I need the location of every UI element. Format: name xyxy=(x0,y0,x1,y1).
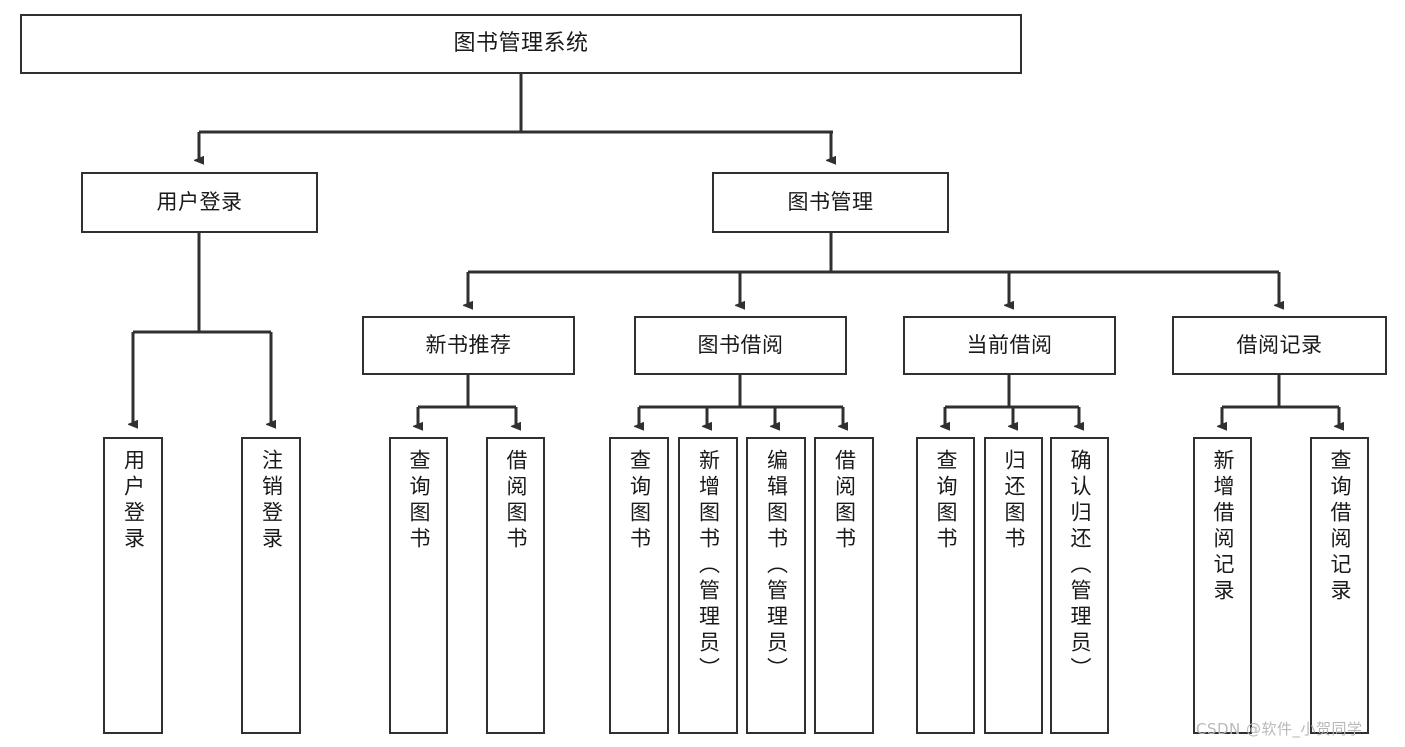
node-book-management-label: 图书管理 xyxy=(787,190,874,215)
leaf-borrow-add-book[interactable]: 新增图书（管理员） xyxy=(678,437,738,734)
leaf-label: 用户登录 xyxy=(121,449,146,553)
leaf-label: 归还图书 xyxy=(1002,449,1026,553)
node-user-login[interactable]: 用户登录 xyxy=(81,172,318,233)
leaf-record-query[interactable]: 查询借阅记录 xyxy=(1310,437,1369,734)
leaf-label: 查询图书 xyxy=(934,449,958,553)
node-current-borrow[interactable]: 当前借阅 xyxy=(903,316,1116,375)
node-root[interactable]: 图书管理系统 xyxy=(20,14,1022,74)
node-new-book-recommend-label: 新书推荐 xyxy=(425,333,512,358)
watermark-csdn: CSDN @软件_小贺同学 xyxy=(1196,720,1363,738)
node-book-borrow-label: 图书借阅 xyxy=(697,333,784,358)
leaf-user-login-logout[interactable]: 注销登录 xyxy=(241,437,301,734)
leaf-borrow-edit-book[interactable]: 编辑图书（管理员） xyxy=(746,437,806,734)
node-book-borrow[interactable]: 图书借阅 xyxy=(634,316,847,375)
node-current-borrow-label: 当前借阅 xyxy=(966,333,1053,358)
leaf-label: 注销登录 xyxy=(259,449,284,553)
node-book-management[interactable]: 图书管理 xyxy=(712,172,949,233)
leaf-current-confirm-return[interactable]: 确认归还（管理员） xyxy=(1050,437,1109,734)
leaf-label: 编辑图书（管理员） xyxy=(764,449,789,683)
leaf-current-return-book[interactable]: 归还图书 xyxy=(984,437,1043,734)
leaf-current-query-book[interactable]: 查询图书 xyxy=(916,437,975,734)
node-new-book-recommend[interactable]: 新书推荐 xyxy=(362,316,575,375)
node-borrow-record[interactable]: 借阅记录 xyxy=(1172,316,1387,375)
leaf-user-login-login[interactable]: 用户登录 xyxy=(103,437,163,734)
leaf-label: 借阅图书 xyxy=(504,449,528,553)
leaf-record-add[interactable]: 新增借阅记录 xyxy=(1193,437,1252,734)
leaf-borrow-borrow-book[interactable]: 借阅图书 xyxy=(814,437,874,734)
node-borrow-record-label: 借阅记录 xyxy=(1236,333,1323,358)
leaf-label: 确认归还（管理员） xyxy=(1068,449,1092,683)
leaf-new-book-query[interactable]: 查询图书 xyxy=(389,437,448,734)
leaf-label: 查询图书 xyxy=(627,449,652,553)
leaf-label: 查询借阅记录 xyxy=(1328,449,1352,605)
leaf-new-book-borrow[interactable]: 借阅图书 xyxy=(486,437,545,734)
leaf-label: 借阅图书 xyxy=(832,449,857,553)
node-user-login-label: 用户登录 xyxy=(156,190,243,215)
leaf-borrow-query-book[interactable]: 查询图书 xyxy=(609,437,669,734)
leaf-label: 新增图书（管理员） xyxy=(696,449,721,683)
leaf-label: 查询图书 xyxy=(407,449,431,553)
leaf-label: 新增借阅记录 xyxy=(1211,449,1235,605)
node-root-label: 图书管理系统 xyxy=(453,31,589,57)
